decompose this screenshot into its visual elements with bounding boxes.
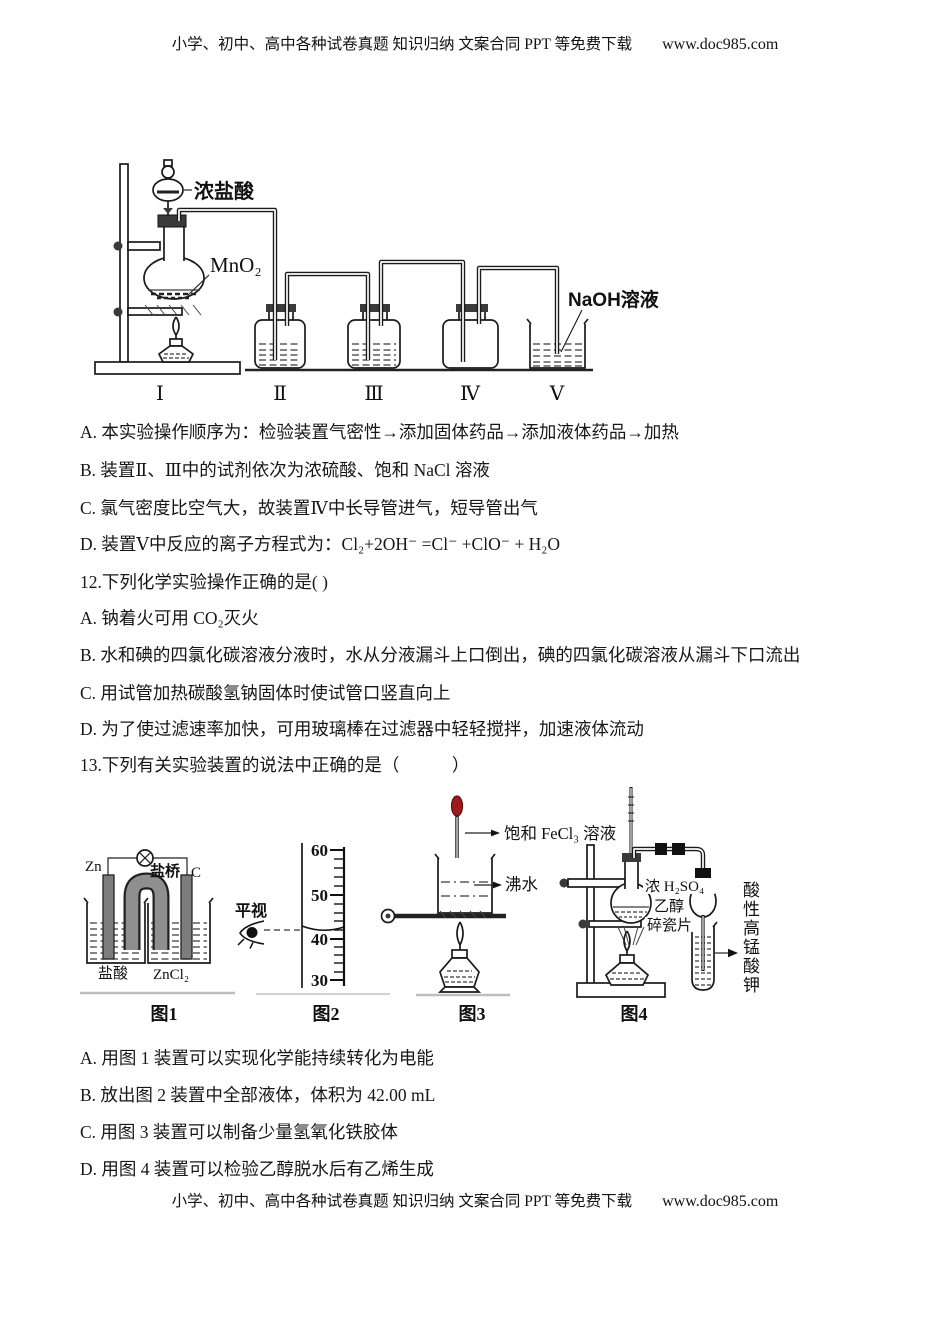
q13-option-b: B. 放出图 2 装置中全部液体，体积为 42.00 mL <box>80 1085 436 1105</box>
round-flask <box>143 214 205 300</box>
label-salt-bridge: 盐桥 <box>150 862 181 880</box>
arrow-fecl3 <box>491 829 500 837</box>
fig4-caption: 图4 <box>621 1004 648 1024</box>
gas-bottle-4 <box>442 304 499 369</box>
q12-option-d: D. 为了使过滤速率加快，可用玻璃棒在过滤器中轻轻搅拌，加速液体流动 <box>80 719 644 739</box>
label-h2so4: 浓 H₂SO₄ <box>645 878 704 895</box>
label-eye-level: 平视 <box>235 901 267 920</box>
q13-option-c: C. 用图 3 装置可以制备少量氢氧化铁胶体 <box>80 1122 398 1142</box>
q13-option-a: A. 用图 1 装置可以实现化学能持续转化为电能 <box>80 1048 434 1068</box>
gas-washing-bottle-2 <box>254 304 306 369</box>
page-header: 小学、初中、高中各种试卷真题 知识归纳 文案合同 PPT 等免费下载 www.do… <box>0 32 950 54</box>
gas-preparation-diagram: 浓盐酸 MnO₂ NaOH溶液 Ⅰ Ⅱ Ⅲ Ⅳ Ⅴ <box>94 159 660 405</box>
tick-50: 50 <box>311 886 328 905</box>
q11-option-a: A. 本实验操作顺序为：检验装置气密性→添加固体药品→添加液体药品→加热 <box>80 422 679 442</box>
footer-text: 小学、初中、高中各种试卷真题 知识归纳 文案合同 PPT 等免费下载 <box>171 1193 633 1210</box>
gas-washing-bottle-3 <box>347 304 401 369</box>
alcohol-lamp-fig4 <box>604 930 650 986</box>
gas-tubes <box>176 207 560 362</box>
fig2-caption: 图2 <box>313 1004 340 1024</box>
tick-30: 30 <box>311 971 328 990</box>
meniscus <box>301 925 345 931</box>
arrow-kmno4 <box>728 948 738 958</box>
label-fecl3: 饱和 FeCl₃ 溶液 <box>504 824 616 843</box>
tick-40: 40 <box>311 930 328 949</box>
eye-icon <box>237 920 265 949</box>
arrow-boiling-water <box>493 881 502 889</box>
bulb-icon <box>136 849 154 867</box>
fig1-galvanic-cell: Zn C 盐桥 盐酸 ZnCl₂ 图1 <box>83 849 214 1024</box>
q11-option-c: C. 氯气密度比空气大，故装置Ⅳ中长导管进气，短导管出气 <box>80 498 538 518</box>
page-footer: 小学、初中、高中各种试卷真题 知识归纳 文案合同 PPT 等免费下载 www.do… <box>0 1189 950 1211</box>
q11-apparatus-diagram: 浓盐酸 MnO₂ NaOH溶液 Ⅰ Ⅱ Ⅲ Ⅳ Ⅴ <box>85 148 685 411</box>
alcohol-lamp-fig3 <box>437 921 482 993</box>
rubber-connector-1 <box>655 843 667 855</box>
clay-triangle <box>617 926 645 946</box>
label-mno2: MnO₂ <box>210 253 262 277</box>
carbon-electrode <box>180 874 193 960</box>
numeral-3: Ⅲ <box>364 383 383 405</box>
label-porcelain: 碎瓷片 <box>647 917 692 934</box>
numeral-5: Ⅴ <box>549 383 565 405</box>
mno2-leader-line <box>187 274 210 296</box>
numeral-2: Ⅱ <box>273 383 287 405</box>
scale-numbers: 60 50 40 30 <box>311 841 328 990</box>
fig3-caption: 图3 <box>459 1004 486 1024</box>
major-ticks <box>330 849 344 981</box>
naoh-leader-line <box>560 309 583 353</box>
fig2-burette: 60 50 40 30 平视 图2 <box>235 841 346 1024</box>
q13-option-d: D. 用图 4 装置可以检验乙醇脱水后有乙烯生成 <box>80 1159 434 1179</box>
wire-right <box>153 857 188 875</box>
numeral-4: Ⅳ <box>460 383 481 405</box>
q12-option-a: A. 钠着火可用 CO₂灭火 <box>80 608 259 628</box>
rubber-bulb <box>450 795 464 817</box>
dropper <box>450 795 464 859</box>
label-c: C <box>191 865 201 881</box>
iron-stand <box>94 163 241 375</box>
iron-stand-fig4 <box>559 844 666 998</box>
label-hcl: 浓盐酸 <box>194 179 255 203</box>
q13-stem: 13.下列有关实验装置的说法中正确的是（ ） <box>80 755 470 775</box>
dropping-funnel <box>152 159 184 215</box>
fig4-ethylene-test: 浓 H₂SO₄ 乙醇 碎瓷片 图4 <box>559 787 738 1024</box>
q12-option-b: B. 水和碘的四氯化碳溶液分液时，水从分液漏斗上口倒出，碘的四氯化碳溶液从漏斗下… <box>80 645 801 665</box>
q11-option-b: B. 装置Ⅱ、Ⅲ中的试剂依次为浓硫酸、饱和 NaCl 溶液 <box>80 460 490 480</box>
wire-left <box>107 857 137 875</box>
label-kmno4-vertical: 酸性高锰酸钾 <box>740 881 759 995</box>
q12-option-c: C. 用试管加热碳酸氢钠固体时使试管口竖直向上 <box>80 683 451 703</box>
label-ethanol: 乙醇 <box>654 898 684 915</box>
label-naoh: NaOH溶液 <box>568 288 660 311</box>
support-ring <box>380 908 506 924</box>
zinc-electrode <box>102 874 115 960</box>
q12-stem: 12.下列化学实验操作正确的是( ) <box>80 572 328 592</box>
q11-option-d: D. 装置Ⅴ中反应的离子方程式为：Cl₂+2OH⁻ =Cl⁻ +ClO⁻ + H… <box>80 534 560 554</box>
header-url: www.doc985.com <box>662 36 779 53</box>
q13-apparatus-diagram: Zn C 盐桥 盐酸 ZnCl₂ 图1 <box>78 785 778 1035</box>
distillation-flask <box>610 853 652 924</box>
alcohol-lamp <box>157 316 195 363</box>
label-hcl-solution: 盐酸 <box>98 965 128 982</box>
label-boiling-water: 沸水 <box>505 875 539 894</box>
minor-ticks <box>334 858 344 973</box>
numeral-1: Ⅰ <box>156 383 164 405</box>
tick-60: 60 <box>311 841 328 860</box>
footer-url: www.doc985.com <box>662 1193 779 1210</box>
delivery-tube <box>631 843 706 869</box>
header-text: 小学、初中、高中各种试卷真题 知识归纳 文案合同 PPT 等免费下载 <box>171 36 633 53</box>
fig3-colloid-preparation: 饱和 FeCl₃ 溶液 沸水 <box>380 795 616 1024</box>
label-zncl2-solution: ZnCl₂ <box>153 967 189 983</box>
four-figures-diagram: Zn C 盐桥 盐酸 ZnCl₂ 图1 <box>80 787 738 1024</box>
fig1-caption: 图1 <box>151 1004 178 1024</box>
rubber-connector-2 <box>672 843 685 855</box>
apparatus-numerals: Ⅰ Ⅱ Ⅲ Ⅳ Ⅴ <box>156 383 565 405</box>
label-zn: Zn <box>85 859 102 875</box>
